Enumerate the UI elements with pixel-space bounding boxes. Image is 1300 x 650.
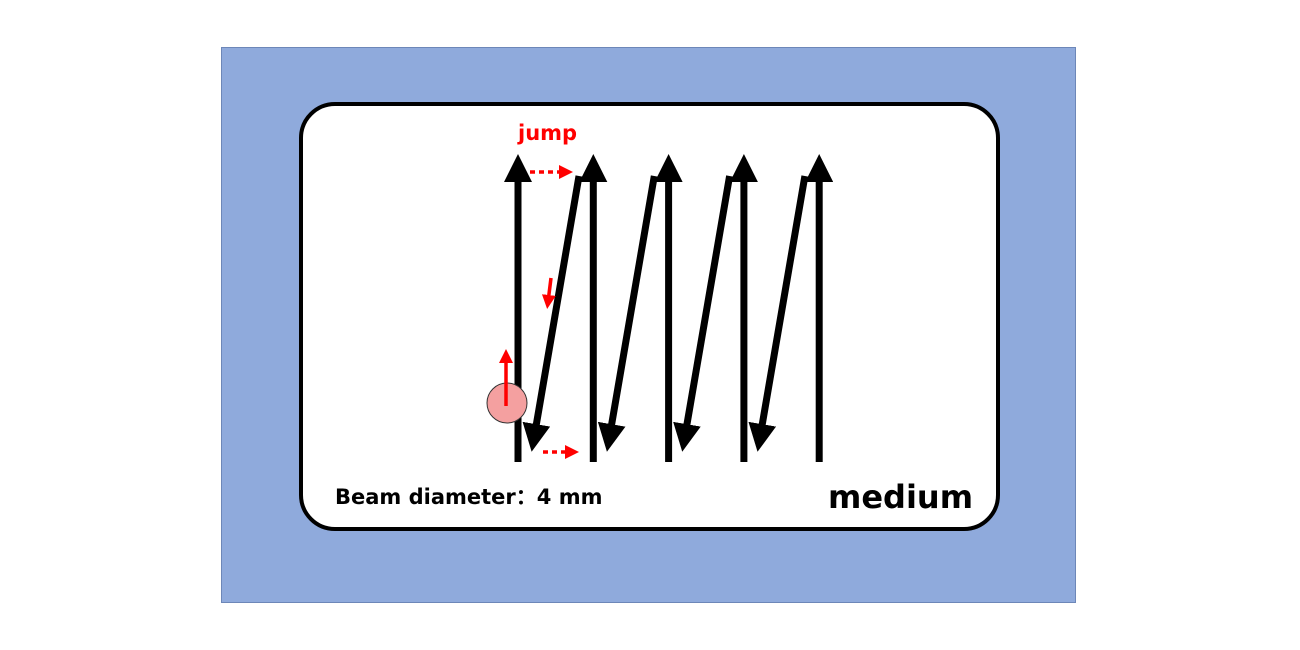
medium-label: medium <box>828 478 974 516</box>
scan-line-return <box>748 175 809 452</box>
direction-arrow-down <box>541 277 556 309</box>
scan-area-card <box>299 102 1000 531</box>
scan-line-return <box>673 175 734 452</box>
scan-line-return <box>597 175 658 452</box>
beam-diameter-label: Beam diameter：4 mm <box>335 485 603 509</box>
scan-line-return <box>522 175 583 452</box>
jump-label: jump <box>518 121 578 145</box>
